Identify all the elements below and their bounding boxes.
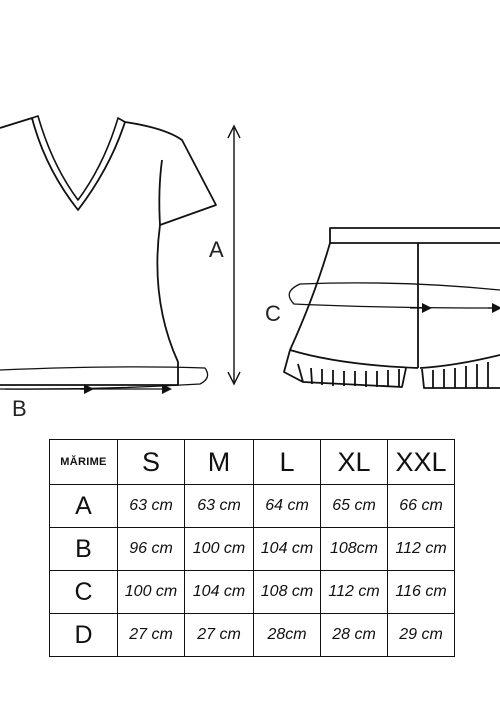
table-cell: 112 cm — [387, 527, 455, 571]
measure-c-arrow — [288, 282, 500, 313]
row-label-a: A — [49, 484, 118, 528]
table-cell: 104 cm — [184, 570, 254, 614]
size-m: M — [184, 439, 254, 485]
tshirt-drawing — [0, 115, 217, 386]
table-cell: 29 cm — [387, 613, 455, 657]
table-row: A 63 cm 63 cm 64 cm 65 cm 66 cm — [49, 484, 455, 528]
measure-b-arrow — [0, 366, 209, 394]
size-xl: XL — [320, 439, 388, 485]
size-xxl: XXL — [387, 439, 455, 485]
table-cell: 63 cm — [184, 484, 254, 528]
table-cell: 64 cm — [253, 484, 321, 528]
table-cell: 27 cm — [184, 613, 254, 657]
size-header-row: MĂRIME S M L XL XXL — [49, 439, 455, 485]
table-cell: 112 cm — [320, 570, 388, 614]
table-cell: 28cm — [253, 613, 321, 657]
size-s: S — [117, 439, 185, 485]
table-cell: 108 cm — [253, 570, 321, 614]
row-label-d: D — [49, 613, 118, 657]
table-row: B 96 cm 100 cm 104 cm 108cm 112 cm — [49, 527, 455, 571]
label-c: C — [265, 301, 281, 326]
table-cell: 100 cm — [117, 570, 185, 614]
table-cell: 27 cm — [117, 613, 185, 657]
table-cell: 104 cm — [253, 527, 321, 571]
table-cell: 66 cm — [387, 484, 455, 528]
size-table: MĂRIME S M L XL XXL A 63 cm 63 cm 64 cm … — [49, 439, 455, 657]
table-cell: 63 cm — [117, 484, 185, 528]
table-cell: 96 cm — [117, 527, 185, 571]
table-cell: 100 cm — [184, 527, 254, 571]
row-label-b: B — [49, 527, 118, 571]
label-a: A — [209, 237, 224, 262]
size-l: L — [253, 439, 321, 485]
garment-illustration — [0, 115, 500, 394]
label-b: B — [12, 396, 27, 421]
table-cell: 116 cm — [387, 570, 455, 614]
table-row: D 27 cm 27 cm 28cm 28 cm 29 cm — [49, 613, 455, 657]
row-label-c: C — [49, 570, 118, 614]
table-cell: 28 cm — [320, 613, 388, 657]
table-cell: 108cm — [320, 527, 388, 571]
table-row: C 100 cm 104 cm 108 cm 112 cm 116 cm — [49, 570, 455, 614]
shorts-drawing — [283, 227, 500, 389]
size-corner-label: MĂRIME — [49, 439, 118, 485]
measure-a-arrow — [227, 124, 241, 386]
table-cell: 65 cm — [320, 484, 388, 528]
